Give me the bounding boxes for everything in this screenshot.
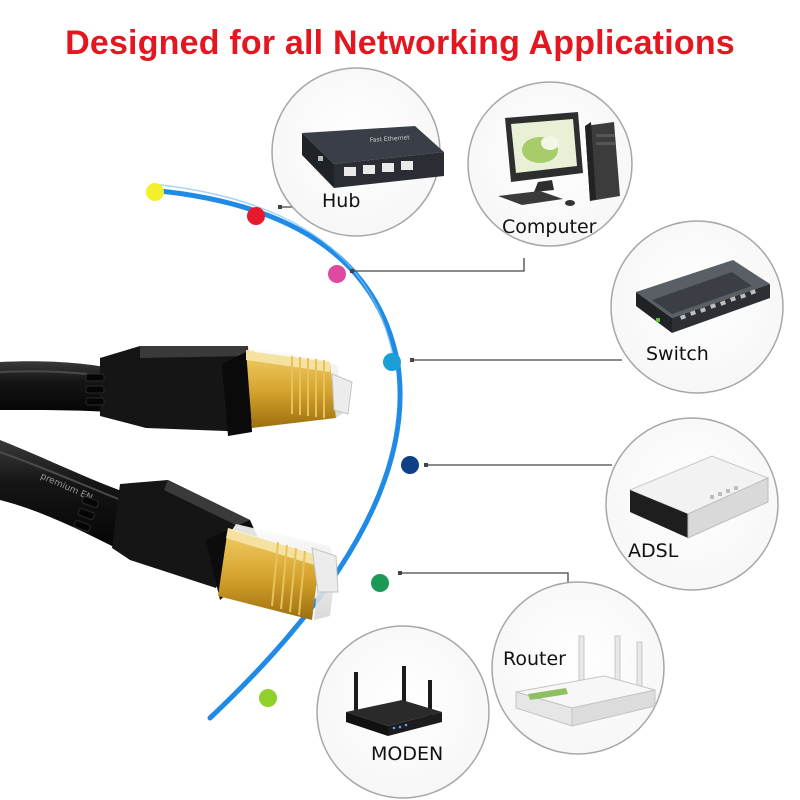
device-label-computer: Computer [502, 216, 597, 238]
arc-dot-adsl [401, 456, 419, 474]
device-label-moden: MODEN [371, 743, 444, 765]
arc-dot-moden [259, 689, 277, 707]
switch-icon [636, 260, 770, 333]
wireless-modem-icon [346, 666, 442, 736]
svg-text:Fast Ethernet: Fast Ethernet [370, 134, 411, 144]
device-label-hub: Hub [322, 190, 361, 212]
arc-dot-computer [328, 265, 346, 283]
device-label-router: Router [503, 648, 566, 670]
router-icon [515, 635, 656, 727]
headline: Designed for all Networking Applications [65, 24, 735, 62]
arc-dot-router [371, 574, 389, 592]
arc-start-dot [146, 183, 164, 201]
ethernet-cable-bottom: premium EN [0, 440, 339, 620]
device-label-adsl: ADSL [628, 540, 679, 562]
connector-line-ends [278, 205, 428, 575]
device-label-switch: Switch [646, 343, 709, 365]
adsl-modem-icon [628, 455, 770, 539]
arc-dots [146, 183, 419, 707]
arc-dot-hub [247, 207, 265, 225]
hub-icon: Fast Ethernet [302, 126, 444, 188]
computer-icon [498, 112, 620, 206]
arc-dot-switch [383, 353, 401, 371]
ethernet-cable-top [0, 346, 353, 436]
